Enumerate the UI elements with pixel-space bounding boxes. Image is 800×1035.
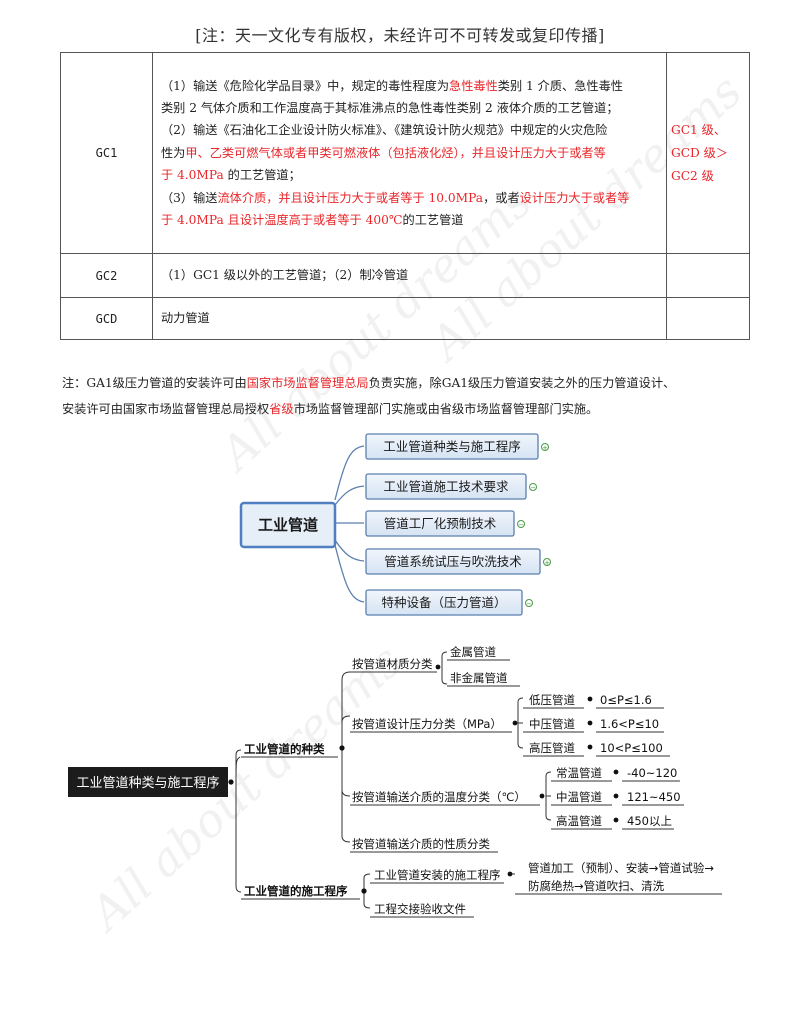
node-pressure-high: 高压管道	[529, 741, 575, 755]
node-pressure-low: 低压管道	[529, 693, 575, 707]
mindmap1-branch-label: 工业管道种类与施工程序	[383, 439, 521, 454]
grade-code: GC1	[60, 52, 153, 254]
node-install-procedure: 工业管道安装的施工程序	[374, 868, 501, 882]
text-segment: （1）GC1 级以外的工艺管道；（2）制冷管道	[160, 268, 409, 283]
node-metal-pipe: 金属管道	[450, 645, 496, 659]
mindmap2-bullets	[228, 664, 619, 894]
node-pressure-mid-range: 1.6<P≤10	[600, 717, 659, 731]
note-line: 注：GA1级压力管道的安装许可由国家市场监督管理总局负责实施，除GA1级压力管道…	[62, 370, 752, 396]
grade-level-order	[665, 297, 751, 340]
mindmap1-branch: 特种设备（压力管道） −	[365, 589, 533, 616]
text-segment: 市场监督管理部门实施或由省级市场监督管理部门实施。	[293, 402, 599, 416]
highlighted-text: 省级	[269, 402, 294, 416]
description-line: 性为甲、乙类可燃气体或者甲类可燃液体（包括液化烃），并且设计压力大于或者等	[161, 142, 660, 164]
node-pressure-low-range: 0≤P≤1.6	[600, 693, 652, 707]
node-temp-normal-range: -40~120	[627, 766, 677, 780]
description-line: （3）输送流体介质，并且设计压力大于或者等于 10.0MPa，或者设计压力大于或…	[161, 187, 660, 209]
mindmap2-root-node	[68, 767, 228, 797]
description-line: 类别 2 气体介质和工作温度高于其标准沸点的急性毒性类别 2 液体介质的工艺管道…	[161, 97, 660, 119]
node-by-medium: 按管道输送介质的性质分类	[352, 837, 490, 851]
node-by-pressure: 按管道设计压力分类（MPa）	[352, 717, 502, 731]
level-line: GCD 级＞	[670, 145, 729, 160]
pipeline-grade-table: GC1 （1）输送《危险化学品目录》中，规定的毒性程度为急性毒性类别 1 介质、…	[60, 52, 751, 340]
mindmap1-branch: 工业管道施工技术要求 −	[365, 473, 537, 500]
svg-text:+: +	[542, 444, 548, 452]
mindmap1-branch-label: 管道系统试压与吹洗技术	[384, 554, 522, 569]
text-segment: 的工艺管道	[402, 213, 464, 228]
text-segment: （3）输送	[160, 190, 218, 205]
description-line: 动力管道	[161, 307, 660, 329]
node-handover-documents: 工程交接验收文件	[374, 902, 466, 916]
highlighted-text: 甲、乙类可燃气体或者甲类可燃液体（包括液化烃），并且设计压力大于或者等	[185, 145, 606, 160]
mindmap1-connectors	[334, 445, 365, 603]
svg-text:−: −	[518, 521, 524, 529]
highlighted-text: 于 4.0MPa 且设计温度高于或者等于 400℃	[160, 213, 403, 228]
svg-text:−: −	[530, 484, 536, 492]
text-segment: （2）输送《石油化工企业设计防火标准》、《建筑设计防火规范》中规定的火灾危险	[160, 123, 608, 138]
table-row: GC2 （1）GC1 级以外的工艺管道；（2）制冷管道	[60, 253, 751, 298]
text-segment: 性为	[160, 145, 186, 160]
node-install-sequence-line1: 管道加工（预制）、安装→管道试验→	[528, 861, 714, 875]
node-pressure-high-range: 10<P≤100	[600, 741, 663, 755]
description-line: （1）GC1 级以外的工艺管道；（2）制冷管道	[161, 264, 660, 286]
node-pipeline-types: 工业管道的种类	[244, 742, 325, 756]
svg-text:−: −	[526, 600, 532, 608]
highlighted-text: 于 4.0MPa	[160, 168, 224, 183]
node-construction-procedure: 工业管道的施工程序	[244, 884, 348, 898]
description-line: 于 4.0MPa 的工艺管道；	[161, 164, 660, 186]
node-by-temperature: 按管道输送介质的温度分类（℃）	[352, 790, 526, 804]
copyright-note: [注：天一文化专有版权，未经许可不可转发或复印传播]	[195, 26, 605, 45]
node-pressure-mid: 中压管道	[529, 717, 575, 731]
node-temp-high: 高温管道	[556, 814, 602, 828]
text-segment: 类别 2 气体介质和工作温度高于其标准沸点的急性毒性类别 2 液体介质的工艺管道…	[160, 100, 619, 115]
text-segment: 注：GA1级压力管道的安装许可由	[62, 376, 247, 390]
text-segment: 安装许可由国家市场监督管理总局授权	[62, 402, 270, 416]
grade-description: （1）输送《危险化学品目录》中，规定的毒性程度为急性毒性类别 1 介质、急性毒性…	[151, 52, 667, 254]
level-line: GC1 级、	[670, 122, 727, 137]
mindmap2-underlines	[241, 659, 722, 918]
highlighted-text: 急性毒性	[449, 78, 498, 93]
mindmap1-center-node	[239, 501, 337, 549]
mindmap1-branch: 管道工厂化预制技术 −	[365, 510, 525, 537]
mindmap1-branch-label: 工业管道施工技术要求	[383, 479, 509, 494]
node-temp-high-range: 450以上	[627, 814, 672, 828]
mindmap1-branch: 工业管道种类与施工程序 +	[365, 433, 549, 460]
node-install-sequence-line2: 防腐绝热→管道吹扫、清洗	[528, 879, 665, 893]
mindmap1-branch-label: 管道工厂化预制技术	[384, 516, 497, 531]
text-segment: 动力管道	[160, 311, 210, 326]
node-temp-medium: 中温管道	[556, 790, 602, 804]
table-row: GC1 （1）输送《危险化学品目录》中，规定的毒性程度为急性毒性类别 1 介质、…	[60, 52, 751, 254]
mindmap1-branch-label: 特种设备（压力管道）	[381, 595, 506, 610]
table-row: GCD 动力管道	[60, 297, 751, 340]
text-segment: ，或者	[483, 190, 520, 205]
grade-description: （1）GC1 级以外的工艺管道；（2）制冷管道	[151, 253, 667, 298]
text-segment: （1）输送《危险化学品目录》中，规定的毒性程度为	[160, 78, 450, 93]
mindmap-overview: 工业管道 工业管道种类与施工程序 + 工业管道施工技术要求 − 管道工厂化预制技…	[239, 433, 551, 616]
text-segment: 负责实施，除GA1级压力管道安装之外的压力管道设计、	[368, 376, 676, 390]
description-line: （2）输送《石油化工企业设计防火标准》、《建筑设计防火规范》中规定的火灾危险	[161, 119, 660, 141]
text-segment: 类别 1 介质、急性毒性	[497, 78, 623, 93]
node-nonmetal-pipe: 非金属管道	[450, 671, 508, 685]
svg-text:+: +	[544, 559, 550, 567]
grade-description: 动力管道	[151, 297, 667, 340]
node-by-material: 按管道材质分类	[352, 657, 433, 671]
highlighted-text: 国家市场监督管理总局	[246, 376, 369, 390]
license-note: 注：GA1级压力管道的安装许可由国家市场监督管理总局负责实施，除GA1级压力管道…	[62, 370, 752, 422]
grade-code: GCD	[60, 297, 153, 340]
text-segment: 的工艺管道；	[223, 168, 301, 183]
note-line: 安装许可由国家市场监督管理总局授权省级市场监督管理部门实施或由省级市场监督管理部…	[62, 396, 752, 422]
mindmap2-root-label: 工业管道种类与施工程序	[76, 776, 219, 791]
highlighted-text: 流体介质，并且设计压力大于或者等于 10.0MPa	[217, 190, 484, 205]
description-line: 于 4.0MPa 且设计温度高于或者等于 400℃的工艺管道	[161, 209, 660, 231]
mindmap1-center-label: 工业管道	[258, 516, 318, 534]
highlighted-text: 设计压力大于或者等	[519, 190, 630, 205]
node-temp-medium-range: 121~450	[627, 790, 681, 804]
mindmap1-branch: 管道系统试压与吹洗技术 +	[365, 548, 551, 575]
mindmap2-connectors	[235, 651, 552, 909]
mindmap-detail: 工业管道种类与施工程序 工业管道的种类 工业管道的施工程序 按管道材质分类 按管…	[68, 645, 722, 918]
node-temp-normal: 常温管道	[556, 766, 602, 780]
description-line: （1）输送《危险化学品目录》中，规定的毒性程度为急性毒性类别 1 介质、急性毒性	[161, 75, 660, 97]
level-line: GC2 级	[670, 168, 714, 183]
